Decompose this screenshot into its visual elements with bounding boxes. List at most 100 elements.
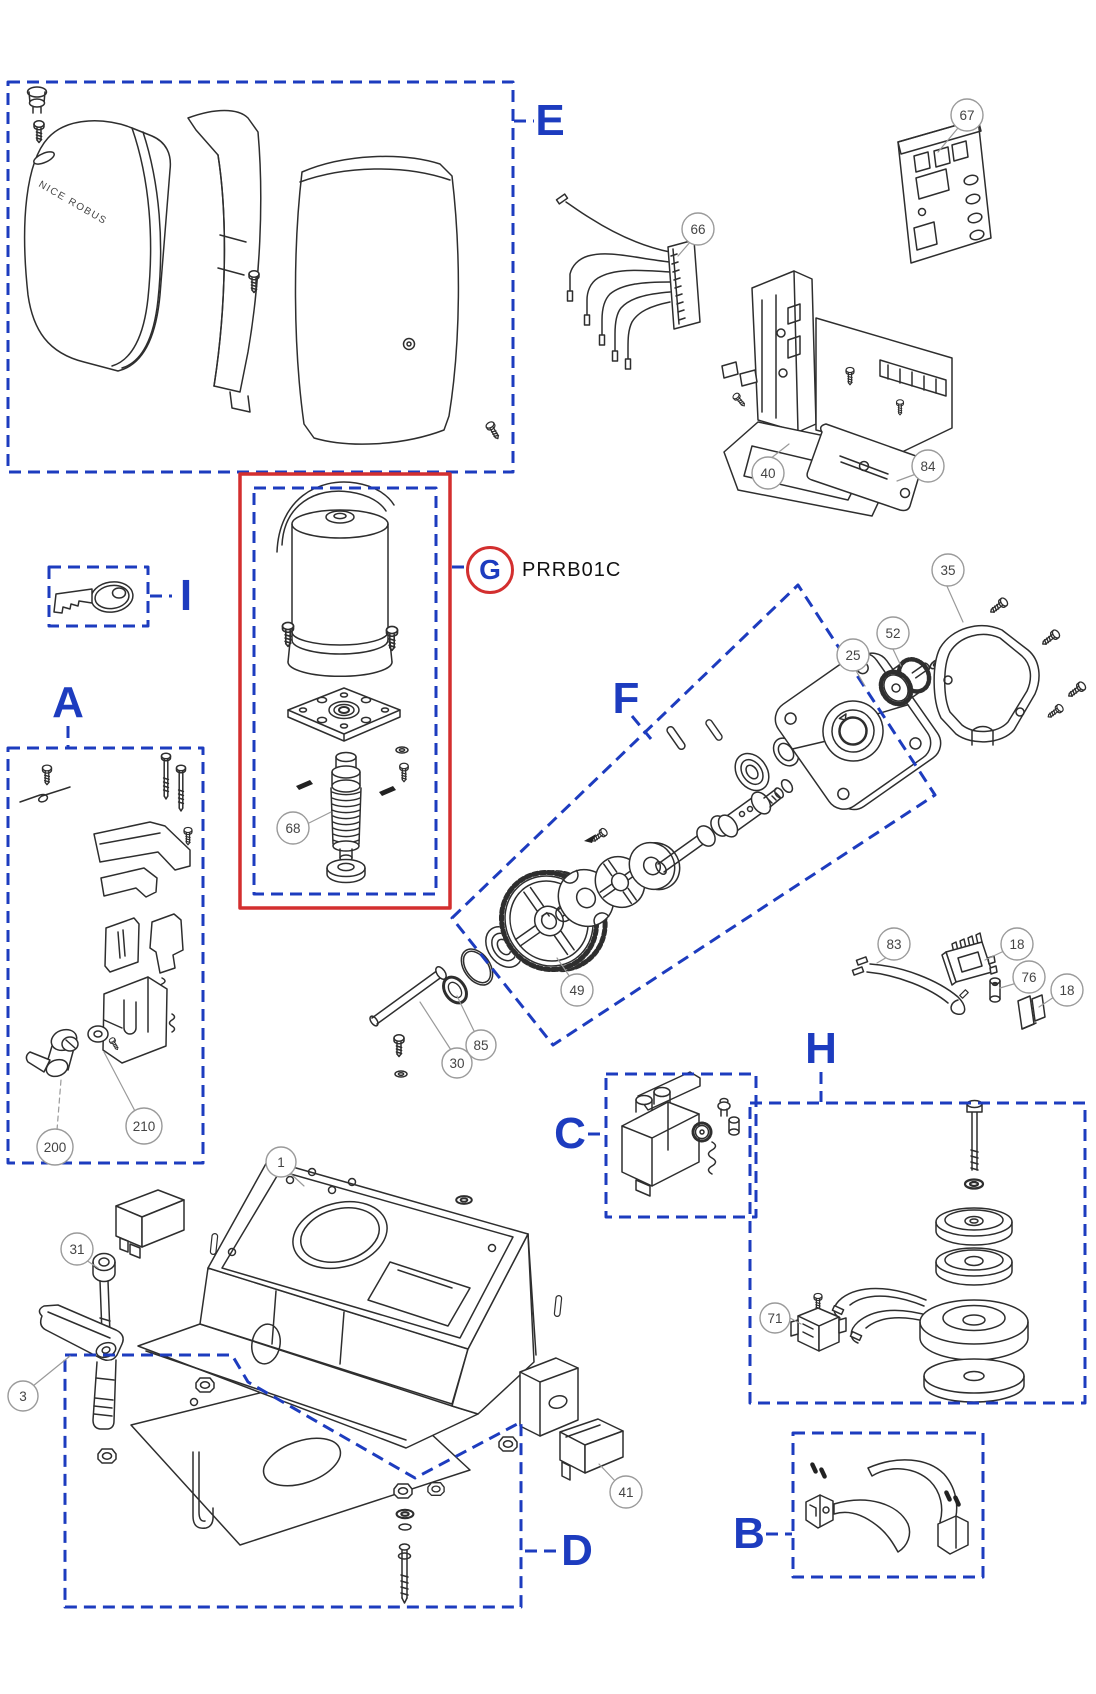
callout-200: 200: [36, 1128, 74, 1166]
part-spacer-block: [115, 1189, 185, 1259]
svg-text:25: 25: [845, 648, 860, 663]
section-connectors: [66, 119, 823, 1553]
svg-text:18: 18: [1059, 983, 1074, 998]
callout-18b: 18: [1050, 973, 1084, 1007]
section-box-B: [791, 1431, 985, 1579]
part-cover-frame: [187, 109, 262, 413]
callout-68: 68: [276, 811, 310, 845]
svg-text:3: 3: [19, 1389, 27, 1404]
callout-67: 67: [950, 98, 984, 132]
part-seal-85: [442, 975, 468, 1005]
callout-83: 83: [877, 927, 911, 961]
callout-leaders: [32, 127, 1055, 1483]
svg-text:67: 67: [959, 108, 974, 123]
callout-30: 30: [441, 1047, 473, 1079]
part-control-board-67: [897, 118, 992, 264]
part-set-screw: [584, 826, 610, 845]
callouts: 67 66 40 84 35 52 25 83 18 76 18 68 49 3…: [7, 98, 1084, 1509]
section-label-C: C: [554, 1109, 586, 1158]
callout-85: 85: [465, 1029, 497, 1061]
svg-text:85: 85: [473, 1038, 488, 1053]
part-lock-200: [25, 1028, 79, 1078]
part-lever-group: [805, 1459, 969, 1555]
section-label-I: I: [179, 571, 193, 620]
part-output-shaft-30: [369, 966, 447, 1027]
svg-text:210: 210: [133, 1119, 156, 1134]
svg-text:31: 31: [69, 1242, 84, 1257]
svg-text:40: 40: [760, 466, 775, 481]
callout-31: 31: [60, 1232, 94, 1266]
svg-text:84: 84: [920, 459, 936, 474]
part-cover-fasteners: [26, 86, 503, 442]
section-label-A: A: [52, 678, 84, 727]
part-cover-35: [933, 625, 1040, 746]
part-bearing-rear: [734, 752, 770, 792]
section-label-F: F: [612, 674, 640, 723]
section-box-G-inner: [252, 486, 438, 896]
section-box-F: [450, 583, 937, 1047]
part-motor: [276, 481, 395, 678]
part-slide-plate-84: [806, 423, 924, 512]
section-box-C: [604, 1072, 758, 1219]
svg-text:35: 35: [940, 563, 955, 578]
section-box-A: [6, 746, 205, 1165]
callout-40: 40: [751, 456, 785, 490]
section-box-I: [47, 565, 150, 628]
part-cover-41: [559, 1418, 624, 1481]
part-limit-switch: [621, 1071, 740, 1197]
callout-25: 25: [836, 638, 870, 672]
callout-76: 76: [1012, 960, 1046, 994]
part-worm-gear-68: [296, 746, 409, 884]
svg-text:41: 41: [618, 1485, 633, 1500]
part-cover-left: NICE ROBUS: [23, 120, 172, 372]
part-thermal-wire-83: [851, 956, 969, 1016]
part-chassis-1: [137, 1159, 579, 1449]
section-box-H: [748, 1101, 1087, 1405]
section-label-D: D: [561, 1526, 593, 1575]
part-spacer-disc: [628, 841, 681, 891]
part-anchor-hardware: [97, 1377, 518, 1604]
callout-1: 1: [265, 1146, 297, 1178]
part-bracket-18: [1017, 994, 1046, 1030]
part-pin-76: [989, 977, 1001, 1003]
part-transformer-group: [831, 1099, 1029, 1403]
section-label-B: B: [733, 1509, 765, 1558]
svg-text:68: 68: [285, 821, 300, 836]
svg-text:18: 18: [1009, 937, 1024, 952]
section-label-H: H: [805, 1024, 837, 1073]
callout-210: 210: [125, 1107, 163, 1145]
assembly-marker: G PRRB01C: [466, 546, 621, 594]
svg-text:66: 66: [690, 222, 705, 237]
part-release-group: [19, 752, 193, 1064]
callout-52: 52: [876, 616, 910, 650]
callout-71: 71: [759, 1302, 791, 1334]
callout-35: 35: [931, 553, 965, 587]
callout-18a: 18: [1000, 927, 1034, 961]
section-box-G: [238, 472, 452, 910]
part-release-handle-3: [38, 1304, 124, 1430]
callout-41: 41: [609, 1475, 643, 1509]
svg-text:30: 30: [449, 1056, 464, 1071]
part-cable-harness-66: [555, 193, 701, 370]
callout-84: 84: [911, 449, 945, 483]
section-box-E: [6, 80, 515, 474]
section-box-D: [63, 1353, 523, 1609]
part-pinion-52: [878, 657, 932, 707]
part-cover-right: [294, 155, 460, 445]
svg-text:83: 83: [886, 937, 901, 952]
assembly-marker-letter: G: [466, 546, 514, 594]
svg-text:76: 76: [1021, 970, 1036, 985]
part-lock-disc-210: [87, 1025, 121, 1052]
svg-text:200: 200: [44, 1140, 67, 1155]
svg-text:1: 1: [277, 1155, 285, 1170]
part-key: [53, 581, 134, 614]
svg-text:49: 49: [569, 983, 584, 998]
section-label-E: E: [535, 96, 565, 145]
part-clutch-shaft: [655, 778, 794, 875]
svg-text:71: 71: [767, 1311, 782, 1326]
assembly-code: PRRB01C: [522, 558, 622, 581]
callout-49: 49: [560, 973, 594, 1007]
svg-text:52: 52: [885, 626, 900, 641]
